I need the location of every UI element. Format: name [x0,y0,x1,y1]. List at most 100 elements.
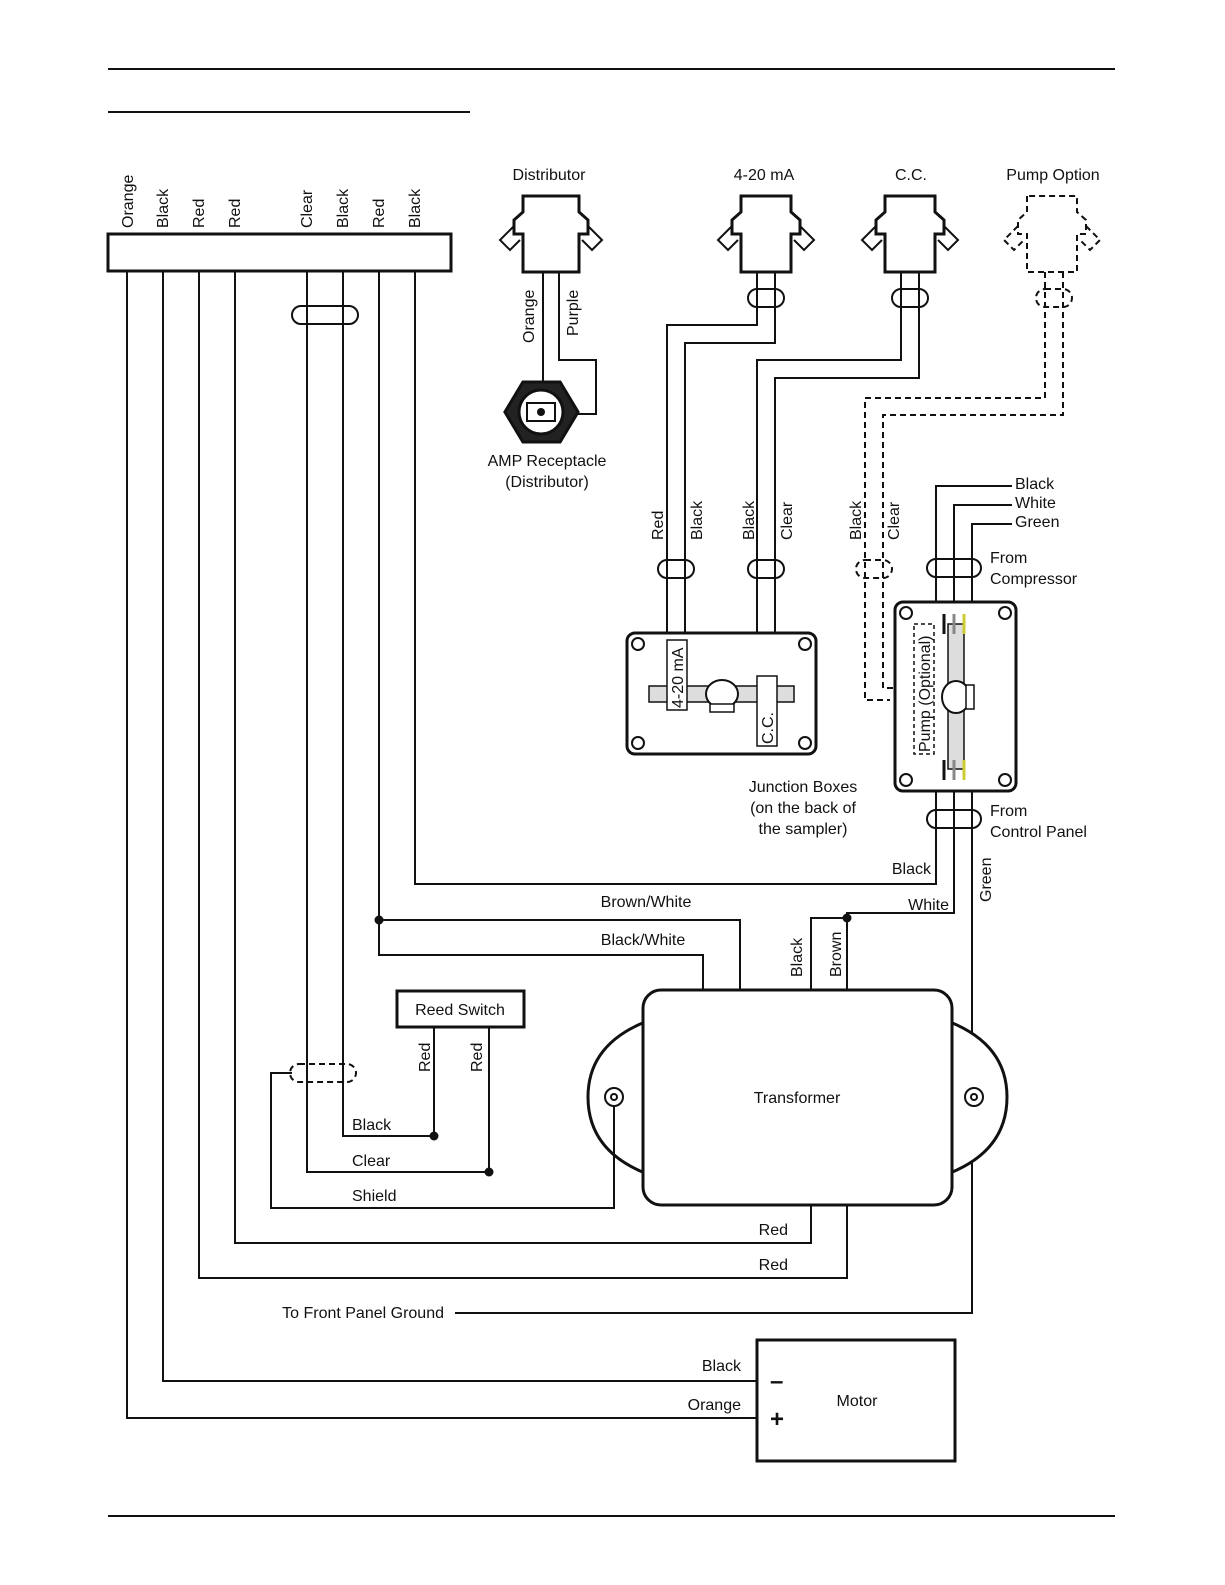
connector-label-black-2: Black [335,188,352,228]
wire-shield [270,1072,615,1209]
plug-label-distributor: Distributor [513,167,587,184]
junction-caption-line1: Junction Boxes [749,779,858,796]
wire-compressor-white [953,504,1012,602]
distributor-wire-orange-label: Orange [521,290,538,343]
splice-dot-brownwhite [374,915,384,925]
ma-wire-red-label: Red [650,511,667,540]
plug-label-ma: 4-20 mA [734,167,795,184]
connector-wire-labels: Orange Black Red Red Clear Black Red Bla… [120,175,424,228]
black-white-label: Black/White [601,932,686,949]
splice-dot-reed-1 [429,1131,439,1141]
junction-left-ma-label: 4-20 mA [670,647,687,708]
pump-junction-sleeve [855,559,893,579]
control-green-label: Green [978,858,995,902]
motor-orange-label: Orange [688,1397,741,1414]
connector-wire-sleeve [291,305,359,325]
amp-receptacle [503,380,580,444]
main-connector [106,232,453,273]
connector-label-red-1: Red [191,199,208,228]
ma-plug [716,194,816,274]
plug-label-pump-option: Pump Option [1006,167,1099,184]
reed-switch-label: Reed Switch [415,1002,505,1019]
junction-left-cc-label: C.C. [760,712,777,744]
ma-wire-sleeve [747,288,785,308]
wire-pump-black [864,272,1046,701]
transformer-label: Transformer [754,1090,841,1107]
motor-plus-symbol: + [770,1406,784,1433]
transformer-brown-label: Brown [828,932,845,977]
distributor-plug [498,194,604,274]
from-control-panel-sublabel: Control Panel [990,824,1087,841]
cc-plug [860,194,960,274]
connector-label-red-2: Red [227,199,244,228]
distributor-wire-purple-label: Purple [565,290,582,336]
wire-ma-red [666,272,758,638]
reed-switch [395,989,526,1029]
compressor-black-label: Black [1015,476,1055,493]
wire-red-transformer-2 [234,271,812,1244]
from-compressor-sublabel: Compressor [990,571,1078,588]
cc-wire-clear-label: Clear [779,501,796,540]
wire-cc-clear [774,272,920,638]
connector-label-black-3: Black [407,188,424,228]
compressor-white-label: White [1015,495,1056,512]
junction-box-left [625,631,818,756]
front-panel-ground-label: To Front Panel Ground [282,1305,444,1322]
wire-red-transformer-brownwhite [378,271,704,990]
connector-label-black-1: Black [155,188,172,228]
transformer-red-label-1: Red [759,1222,788,1239]
plug-label-cc: C.C. [895,167,927,184]
compressor-green-label: Green [1015,514,1059,531]
wire-red-transformer-1 [198,271,848,1279]
wire-clear-reed [306,271,489,1173]
brown-white-label: Brown/White [601,894,692,911]
motor [755,1338,957,1463]
pump-wire-sleeve [1035,288,1073,308]
cc-terminal-label-box [756,675,778,747]
pump-terminal-label-box [913,623,935,755]
shield-sleeve [289,1063,357,1083]
ma-wire-black-label: Black [689,500,706,540]
wire-compressor-black [935,485,1012,602]
control-white-label: White [908,897,949,914]
bottom-clear-label: Clear [352,1153,391,1170]
compressor-wire-sleeve [926,558,982,578]
ma-junction-sleeve [657,559,695,579]
cc-wire-sleeve [891,288,929,308]
pump-option-plug [1002,195,1102,273]
cc-wire-black-label: Black [741,500,758,540]
amp-receptacle-sublabel: (Distributor) [505,474,589,491]
control-black-label: Black [892,861,932,878]
transformer [586,988,1009,1207]
junction-caption-line3: the sampler) [759,821,848,838]
connector-label-clear: Clear [299,189,316,228]
connector-label-orange: Orange [120,175,137,228]
reed-red-label-1: Red [417,1043,434,1072]
junction-right-pump-label: Pump (Optional) [917,636,934,753]
motor-minus-symbol: – [770,1368,783,1395]
ma-terminal-label-box [666,639,688,711]
motor-black-label: Black [702,1358,742,1375]
wire-control-white [846,791,955,990]
cc-junction-sleeve [747,559,785,579]
pump-wire-clear-label: Clear [886,501,903,540]
splice-dot-reed-2 [484,1167,494,1177]
connector-label-red-3: Red [371,199,388,228]
wire-control-green [455,791,973,1314]
wire-transformer-black [810,917,847,990]
bottom-black-label: Black [352,1117,392,1134]
from-control-panel-label: From [990,803,1027,820]
wire-brown-white [379,919,741,990]
transformer-red-label-2: Red [759,1257,788,1274]
bottom-shield-label: Shield [352,1188,396,1205]
pump-wire-black-label: Black [848,500,865,540]
amp-receptacle-label: AMP Receptacle [488,453,607,470]
from-compressor-label: From [990,550,1027,567]
junction-box-right [893,600,1018,793]
motor-label: Motor [837,1393,879,1410]
wire-orange-motor [126,271,757,1419]
reed-red-label-2: Red [469,1043,486,1072]
wire-cc-black [756,272,902,638]
wire-distributor-purple [558,272,597,415]
